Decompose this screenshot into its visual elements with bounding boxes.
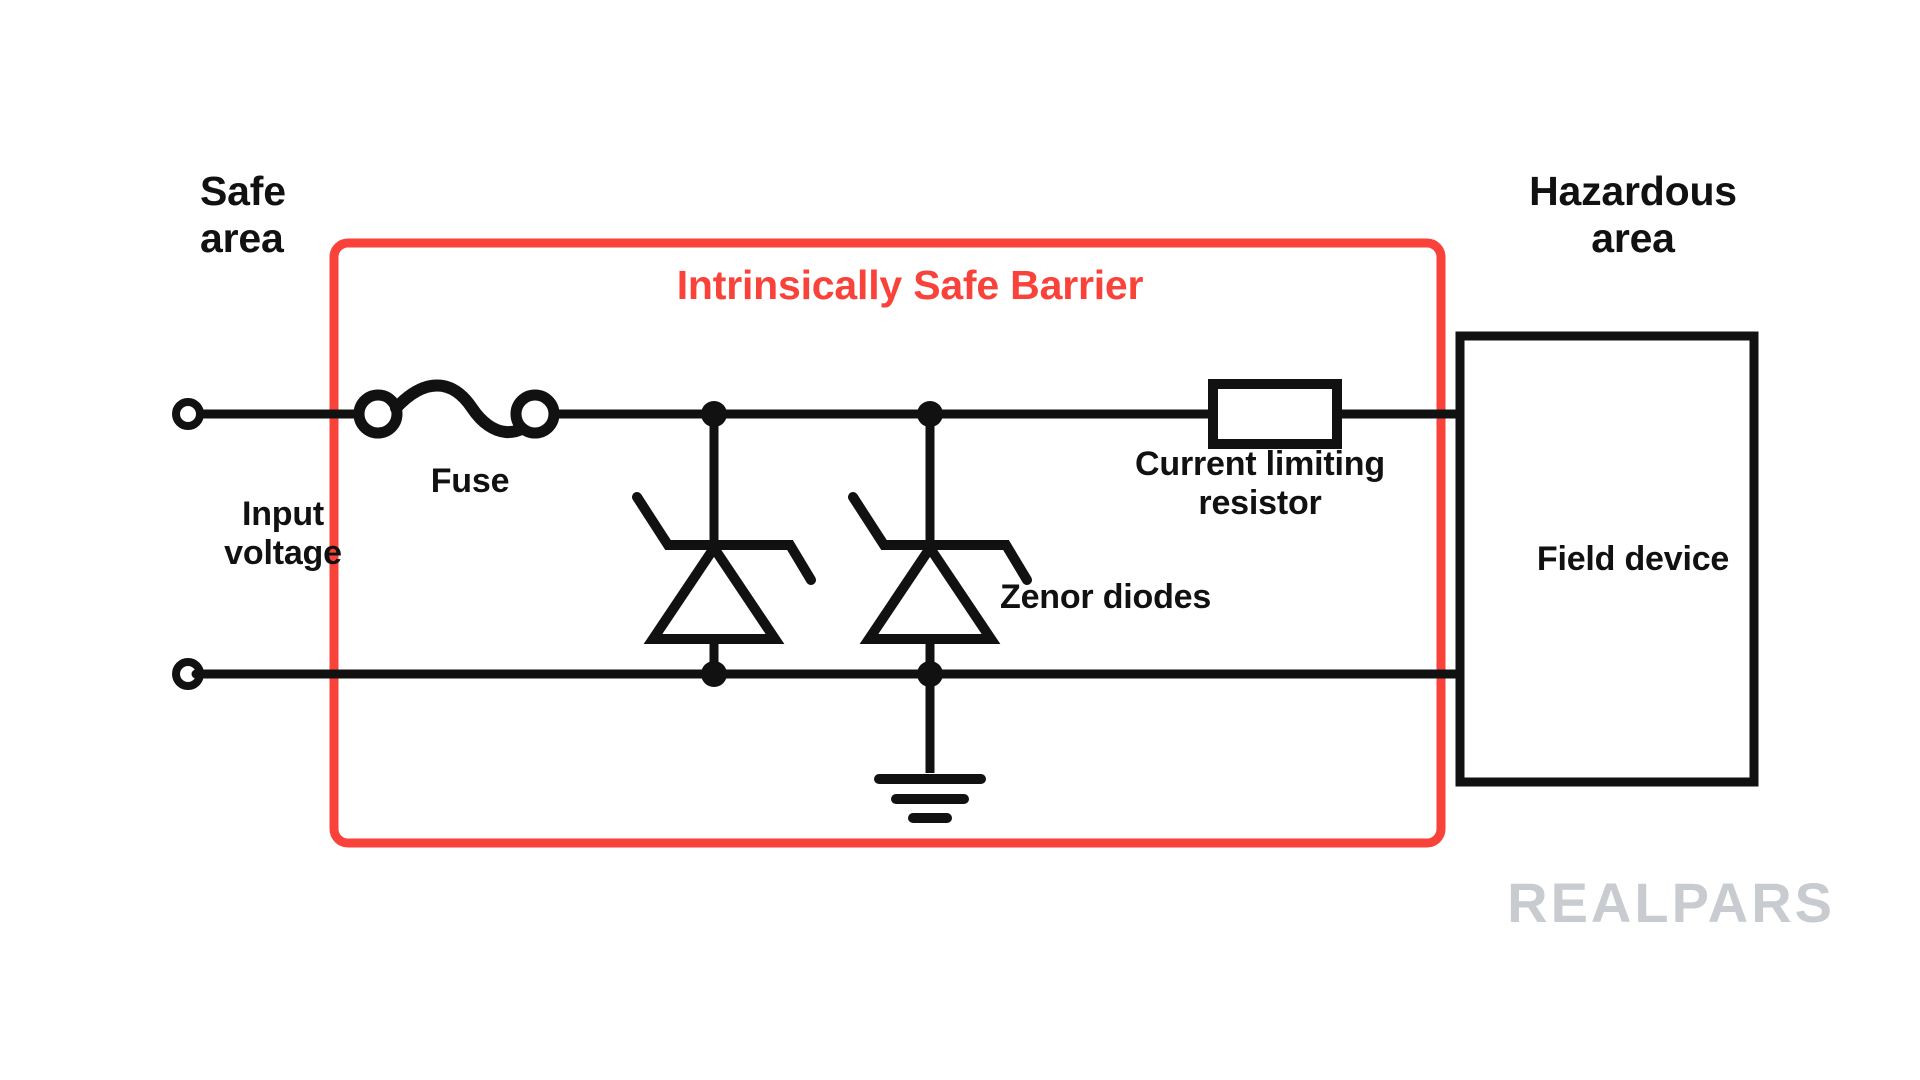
field-device-box <box>1455 331 1759 787</box>
zener-diode-1-top-junction-dot <box>701 401 727 427</box>
zener-diode-2-cathode-bar-icon <box>848 492 1032 585</box>
zener-diode-2-top-junction-dot <box>917 401 943 427</box>
field-device-label: Field device <box>1536 540 1730 578</box>
zener-diode-1-cathode-bar-icon <box>632 492 816 585</box>
barrier-boundary-box <box>329 238 1446 848</box>
fuse-right-terminal-icon <box>510 389 560 439</box>
fuse-left-terminal-icon <box>353 389 403 439</box>
current-limiting-resistor-icon <box>1208 379 1342 449</box>
safe-area-label: Safe area <box>200 168 286 261</box>
hazardous-area-label: Hazardous area <box>1529 168 1737 261</box>
input-voltage-label: Input voltage <box>224 495 342 572</box>
zener-diode-2-anode-triangle-icon <box>859 539 1001 644</box>
current-limiting-resistor-label: Current limiting resistor <box>1135 445 1385 522</box>
realpars-watermark-logo: REALPARS <box>1507 871 1835 934</box>
zener-diode-1-bottom-junction-dot <box>701 661 727 687</box>
input-terminal-top-icon <box>172 398 204 430</box>
zener-diodes-label: Zenor diodes <box>1000 578 1212 616</box>
zener-diode-1-anode-triangle-icon <box>643 539 785 644</box>
barrier-title: Intrinsically Safe Barrier <box>676 262 1144 308</box>
fuse-label: Fuse <box>430 462 510 500</box>
